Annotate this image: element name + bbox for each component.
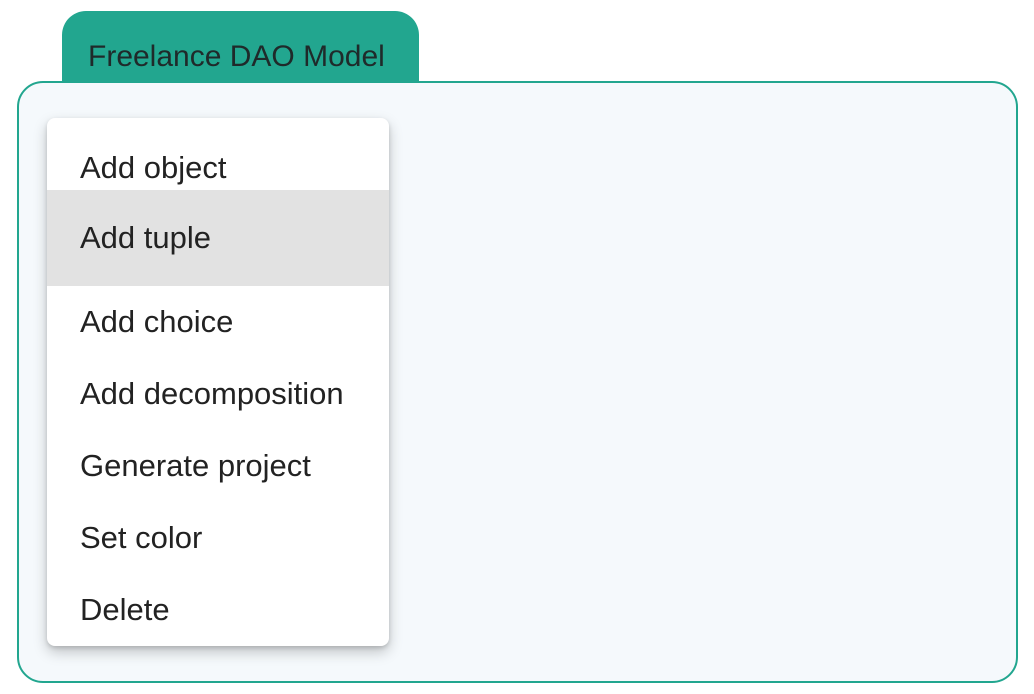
menu-item-add-choice[interactable]: Add choice xyxy=(80,304,234,339)
menu-item-generate-project[interactable]: Generate project xyxy=(80,448,311,483)
context-menu: Add object Add tuple Add choice Add deco… xyxy=(47,118,389,646)
menu-item-add-tuple[interactable]: Add tuple xyxy=(47,190,389,286)
menu-item-add-decomposition[interactable]: Add decomposition xyxy=(80,376,344,411)
model-tab[interactable]: Freelance DAO Model xyxy=(62,11,419,89)
menu-item-set-color[interactable]: Set color xyxy=(80,520,203,555)
model-tab-label: Freelance DAO Model xyxy=(88,40,385,73)
menu-item-delete[interactable]: Delete xyxy=(80,592,170,627)
menu-item-add-object[interactable]: Add object xyxy=(80,150,227,185)
